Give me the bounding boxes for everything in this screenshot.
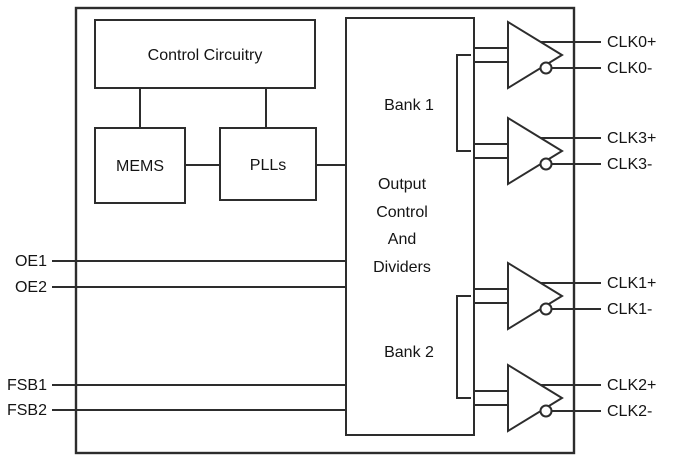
inverting-bubble-clk1-icon xyxy=(539,302,553,316)
output-control-label-line4: Dividers xyxy=(373,259,431,276)
output-label-clk3-plus: CLK3+ xyxy=(607,130,656,147)
control-circuitry-box xyxy=(94,19,316,89)
input-label-oe1: OE1 xyxy=(15,253,47,270)
control-circuitry-label: Control Circuitry xyxy=(148,47,263,64)
input-label-oe2: OE2 xyxy=(15,279,47,296)
inverting-bubble-clk3-icon xyxy=(539,157,553,171)
buffer-triangle-clk2-icon xyxy=(507,363,564,433)
output-buffer-clk2 xyxy=(474,363,601,433)
mems-label: MEMS xyxy=(116,158,164,175)
bank1-bracket xyxy=(456,54,471,152)
output-control-label-line2: Control xyxy=(376,204,428,221)
output-control-label-line3: And xyxy=(388,231,416,248)
output-buffer-clk3 xyxy=(474,116,601,186)
output-label-clk1-minus: CLK1- xyxy=(607,301,652,318)
bank2-bracket xyxy=(456,295,471,399)
chip-boundary-box xyxy=(74,6,576,455)
output-label-clk2-plus: CLK2+ xyxy=(607,377,656,394)
output-control-box xyxy=(345,17,475,436)
buffer-triangle-clk3-icon xyxy=(507,116,564,186)
output-label-clk0-plus: CLK0+ xyxy=(607,34,656,51)
input-label-fsb1: FSB1 xyxy=(7,377,47,394)
output-buffer-clk0 xyxy=(474,20,601,90)
output-buffer-clk1 xyxy=(474,261,601,331)
bank2-label: Bank 2 xyxy=(384,344,434,361)
buffer-triangle-clk1-icon xyxy=(507,261,564,331)
buffer-triangle-clk0-icon xyxy=(507,20,564,90)
inverting-bubble-clk0-icon xyxy=(539,61,553,75)
inverting-bubble-clk2-icon xyxy=(539,404,553,418)
bank1-label: Bank 1 xyxy=(384,97,434,114)
output-label-clk0-minus: CLK0- xyxy=(607,60,652,77)
plls-label: PLLs xyxy=(250,157,286,174)
output-label-clk2-minus: CLK2- xyxy=(607,403,652,420)
output-label-clk1-plus: CLK1+ xyxy=(607,275,656,292)
output-label-clk3-minus: CLK3- xyxy=(607,156,652,173)
output-control-label-line1: Output xyxy=(378,176,427,193)
input-label-fsb2: FSB2 xyxy=(7,402,47,419)
